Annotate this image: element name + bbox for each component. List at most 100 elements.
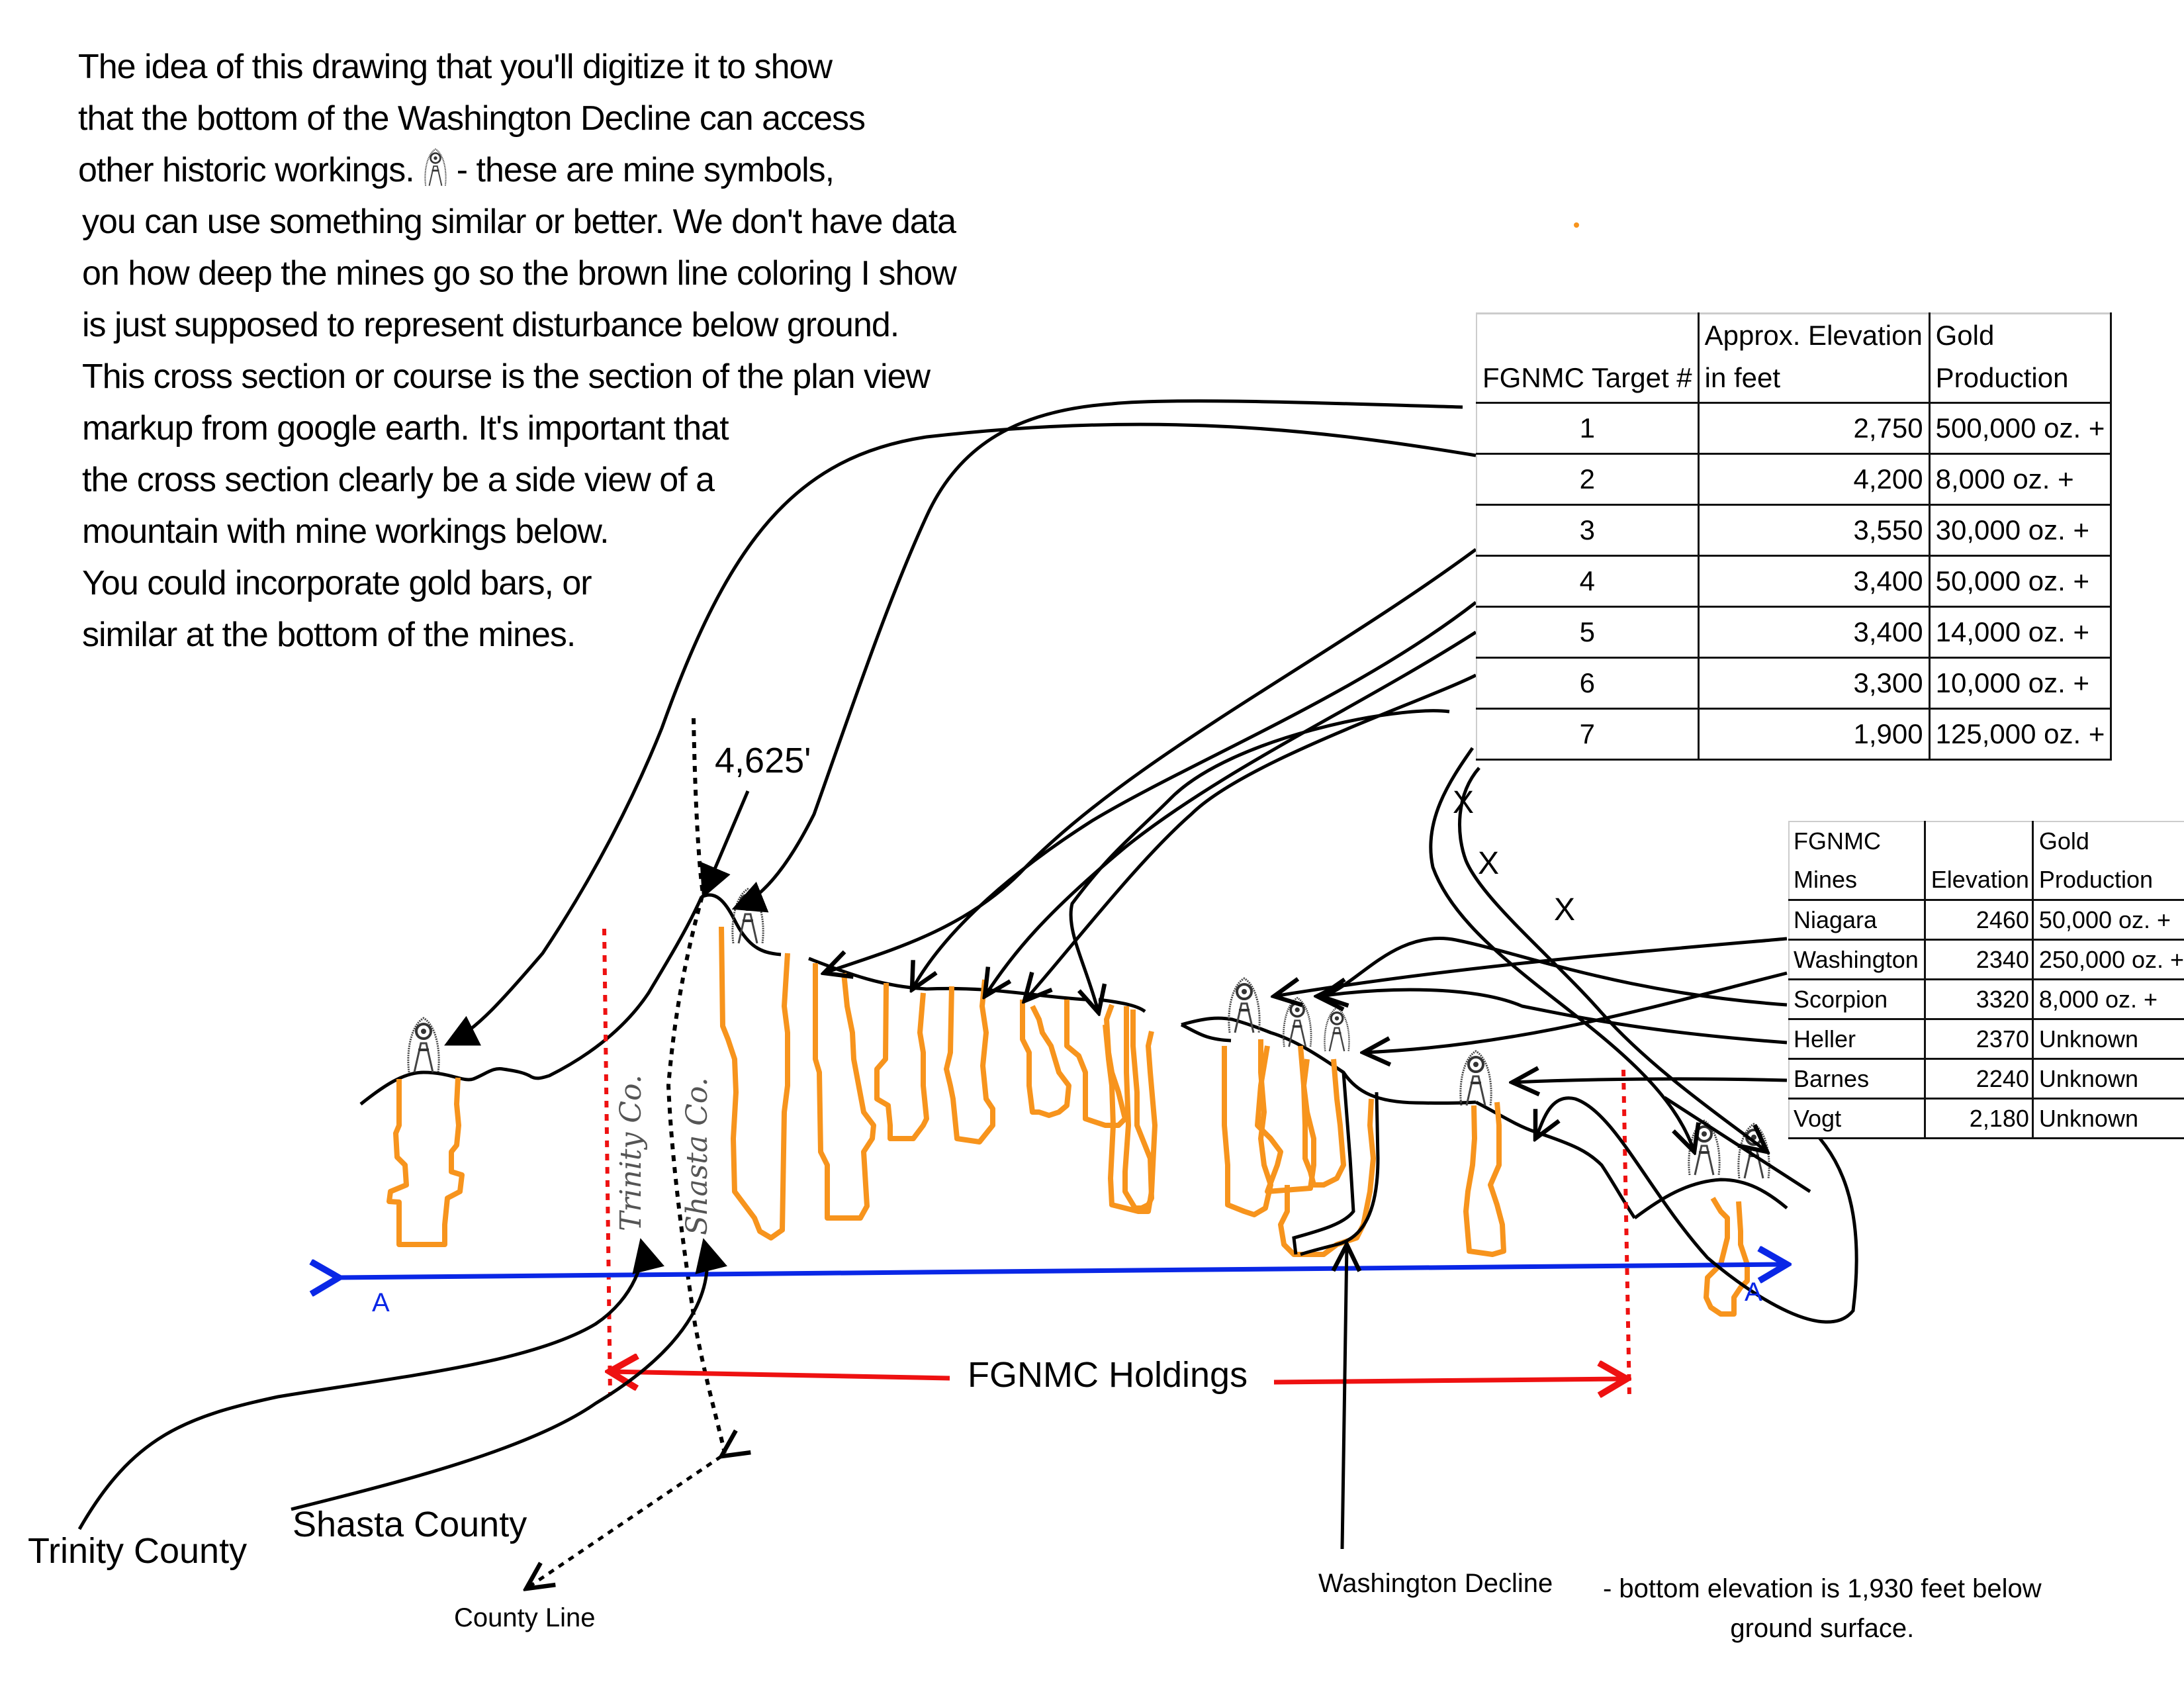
- x-mark: X: [1554, 892, 1575, 927]
- cell-elevation: 4,200: [1698, 453, 1931, 506]
- cell-elevation: 2,180: [1925, 1098, 2034, 1139]
- cell-production: 8,000 oz. +: [2032, 979, 2184, 1020]
- target-7-leaders: [1429, 747, 1767, 1152]
- cell-mine: Barnes: [1789, 1058, 1926, 1100]
- header-target: FGNMC Target #: [1477, 313, 1700, 404]
- working-outline: [1298, 1045, 1346, 1188]
- cell-production: Unknown: [2032, 1058, 2184, 1100]
- holdings-arrows: [610, 1372, 1627, 1382]
- mine-symbol-icon: [424, 148, 447, 187]
- instruction-line: that the bottom of the Washington Declin…: [78, 99, 866, 138]
- cell-target: 6: [1477, 657, 1700, 710]
- instruction-line: This cross section or course is the sect…: [82, 357, 931, 396]
- instruction-line: other historic workings.- these are mine…: [78, 144, 956, 196]
- washington-decline-label: Washington Decline: [1318, 1569, 1553, 1598]
- instruction-line: is just supposed to represent disturbanc…: [82, 306, 899, 344]
- cell-production: 10,000 oz. +: [1929, 657, 2113, 710]
- working-outline: [874, 982, 929, 1141]
- x-mark: X: [1453, 785, 1474, 820]
- cell-production: 50,000 oz. +: [1929, 555, 2113, 608]
- instruction-line: similar at the bottom of the mines.: [82, 616, 576, 654]
- mine-symbol-icon: [406, 1017, 441, 1074]
- working-outline: [944, 979, 995, 1145]
- cell-target: 7: [1477, 708, 1700, 761]
- cell-mine: Niagara: [1789, 900, 1926, 941]
- trinity-county-label: Trinity County: [28, 1531, 248, 1571]
- cell-elevation: 3,550: [1698, 504, 1931, 557]
- instructions-note: The idea of this drawing that you'll dig…: [78, 41, 957, 661]
- cell-target: 1: [1477, 402, 1700, 455]
- instruction-line: on how deep the mines go so the brown li…: [82, 254, 957, 293]
- cell-elevation: 1,900: [1698, 708, 1931, 761]
- instruction-line: The idea of this drawing that you'll dig…: [78, 48, 833, 86]
- instruction-line: mountain with mine workings below.: [82, 512, 610, 551]
- mine-symbol-icon: [731, 888, 765, 945]
- cell-production: 50,000 oz. +: [2032, 900, 2184, 941]
- working-outline: [387, 1077, 465, 1247]
- cell-production: Unknown: [2032, 1098, 2184, 1139]
- cell-production: 14,000 oz. +: [1929, 606, 2113, 659]
- cell-target: 3: [1477, 504, 1700, 557]
- stray-mark: [1574, 222, 1579, 228]
- instruction-line: markup from google earth. It's important…: [82, 409, 729, 447]
- working-outline: [1122, 1006, 1154, 1211]
- cell-target: 4: [1477, 555, 1700, 608]
- working-outline: [1064, 1000, 1128, 1128]
- x-mark: X: [1478, 846, 1499, 881]
- working-outline: [1103, 1024, 1158, 1214]
- cell-production: 500,000 oz. +: [1929, 402, 2113, 455]
- county-line-label: County Line: [454, 1603, 596, 1632]
- cell-target: 2: [1477, 453, 1700, 506]
- mine-leaders: [1274, 937, 1858, 1324]
- cell-production: Unknown: [2032, 1019, 2184, 1060]
- section-marker-right: A: [1745, 1278, 1762, 1307]
- working-outline: [1020, 1000, 1071, 1118]
- mine-symbol-icon: [1323, 1006, 1351, 1053]
- cell-mine: Washington: [1789, 939, 1926, 980]
- header-elevation: Elevation: [1925, 821, 2034, 901]
- holdings-boundaries: [602, 928, 1631, 1397]
- handwritten-shasta-label: Shasta Co.: [680, 1077, 714, 1235]
- peak-elevation-label: 4,625': [715, 741, 811, 780]
- cell-target: 5: [1477, 606, 1700, 659]
- cell-elevation: 2240: [1925, 1058, 2034, 1100]
- section-line-a: [339, 1264, 1787, 1278]
- cell-mine: Heller: [1789, 1019, 1926, 1060]
- cell-elevation: 2340: [1925, 939, 2034, 980]
- working-outline: [1222, 1039, 1273, 1217]
- decline-note: - bottom elevation is 1,930 feet below g…: [1603, 1569, 2042, 1648]
- cell-elevation: 3,400: [1698, 555, 1931, 608]
- x-marks: X X X: [1453, 785, 1575, 927]
- cell-production: 250,000 oz. +: [2032, 939, 2184, 980]
- instruction-line: the cross section clearly be a side view…: [82, 461, 715, 499]
- instruction-text: other historic workings.: [78, 151, 415, 189]
- mine-symbol-icon: [1459, 1050, 1493, 1107]
- cell-elevation: 2,750: [1698, 402, 1931, 455]
- peak-leader: [700, 790, 750, 899]
- county-line: [526, 718, 725, 1589]
- county-leaders: [77, 1238, 727, 1530]
- working-outline: [813, 963, 876, 1221]
- cell-elevation: 3,400: [1698, 606, 1931, 659]
